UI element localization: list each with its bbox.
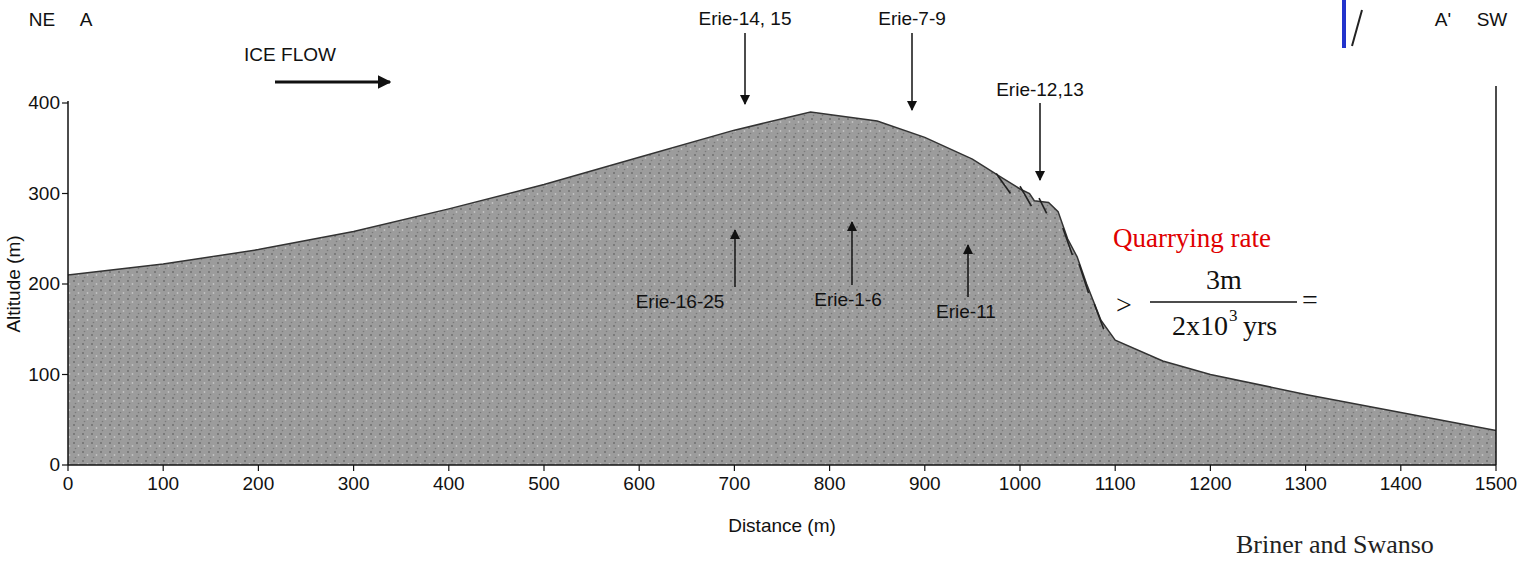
x-tick [258, 465, 259, 471]
flow-label: ICE FLOW [244, 44, 336, 66]
x-tick [448, 465, 449, 471]
equals-sign: = [1302, 284, 1318, 316]
ice-flow-arrow [275, 81, 390, 84]
x-tick [353, 465, 354, 471]
x-tick [1305, 465, 1306, 471]
x-tick [1400, 465, 1401, 471]
terrain-outline [68, 112, 1496, 431]
y-tick [62, 464, 68, 465]
axis-tick-label: 300 [28, 183, 60, 205]
axis-tick-label: 1000 [999, 473, 1041, 495]
x-tick [543, 465, 544, 471]
axis-tick-label: 100 [28, 364, 60, 386]
y-tick [62, 283, 68, 284]
axis-tick-label: 900 [909, 473, 941, 495]
inequality-sign: > [1116, 289, 1132, 321]
axis-tick-label: 500 [528, 473, 560, 495]
scarp-step [1079, 264, 1089, 293]
section-end-line [1495, 86, 1497, 465]
axis-tick-label: 200 [28, 273, 60, 295]
axis-tick-label: 1400 [1380, 473, 1422, 495]
sample-arrow [734, 230, 736, 287]
axis-tick-label: 1200 [1189, 473, 1231, 495]
rate-title: Quarrying rate [1113, 223, 1271, 254]
sample-arrow [744, 33, 746, 104]
axis-tick-label: 600 [623, 473, 655, 495]
section-end: A' [1435, 9, 1451, 31]
sample-label: Erie-16-25 [636, 291, 725, 313]
sample-label: Erie-7-9 [878, 8, 946, 30]
fraction-bar [1150, 301, 1297, 303]
axis-tick-label: 100 [147, 473, 179, 495]
pen-mark [1352, 10, 1362, 46]
axis-tick-label: 0 [63, 473, 74, 495]
sample-arrow [967, 245, 969, 297]
axis-tick-label: 0 [49, 454, 60, 476]
axis-tick-label: 1100 [1095, 473, 1136, 495]
x-tick [1210, 465, 1211, 471]
axis-tick-label: 800 [814, 473, 846, 495]
x-axis [68, 464, 1496, 466]
y-tick [62, 193, 68, 194]
blue-mark [1342, 0, 1346, 48]
section-direction: SW [1477, 9, 1508, 31]
scarp-step [1039, 198, 1047, 213]
section-direction: NE [29, 9, 55, 31]
axis-tick-label: 1300 [1284, 473, 1326, 495]
terrain-fill [68, 112, 1496, 465]
sample-label: Erie-1-6 [814, 289, 882, 311]
axis-tick-label: 300 [338, 473, 370, 495]
scarp-step [1094, 304, 1104, 329]
sample-arrow [1039, 103, 1041, 180]
y-tick [62, 102, 68, 103]
axis-tick-label: 700 [719, 473, 751, 495]
exponent: 3 [1229, 306, 1238, 326]
x-tick [1115, 465, 1116, 471]
axis-tick-label: 400 [28, 92, 60, 114]
x-tick [829, 465, 830, 471]
x-tick [1019, 465, 1020, 471]
sample-label: Erie-12,13 [996, 79, 1084, 101]
axis-tick-label: 400 [433, 473, 465, 495]
section-end: A [80, 9, 93, 31]
x-tick [67, 465, 68, 471]
x-tick [734, 465, 735, 471]
x-tick [1495, 465, 1496, 471]
sample-label: Erie-14, 15 [699, 8, 792, 30]
fraction-unit: yrs [1243, 310, 1277, 342]
sample-label: Erie-11 [936, 301, 996, 323]
axis-title: Distance (m) [728, 515, 836, 537]
y-tick [62, 374, 68, 375]
axis-tick-label: 200 [243, 473, 275, 495]
axis-title: Altitude (m) [3, 235, 25, 332]
x-tick [639, 465, 640, 471]
y-axis [67, 101, 69, 465]
sample-arrow [911, 33, 913, 110]
fraction-denominator: 2x10 [1172, 310, 1228, 342]
x-tick [163, 465, 164, 471]
x-tick [924, 465, 925, 471]
scarp-step [1063, 228, 1073, 255]
axis-tick-label: 1500 [1475, 473, 1517, 495]
citation: Briner and Swanso [1236, 530, 1434, 560]
scarp-step [996, 174, 1010, 194]
sample-arrow [851, 222, 853, 285]
fraction-numerator: 3m [1206, 264, 1242, 296]
scarp-step [1020, 186, 1031, 206]
